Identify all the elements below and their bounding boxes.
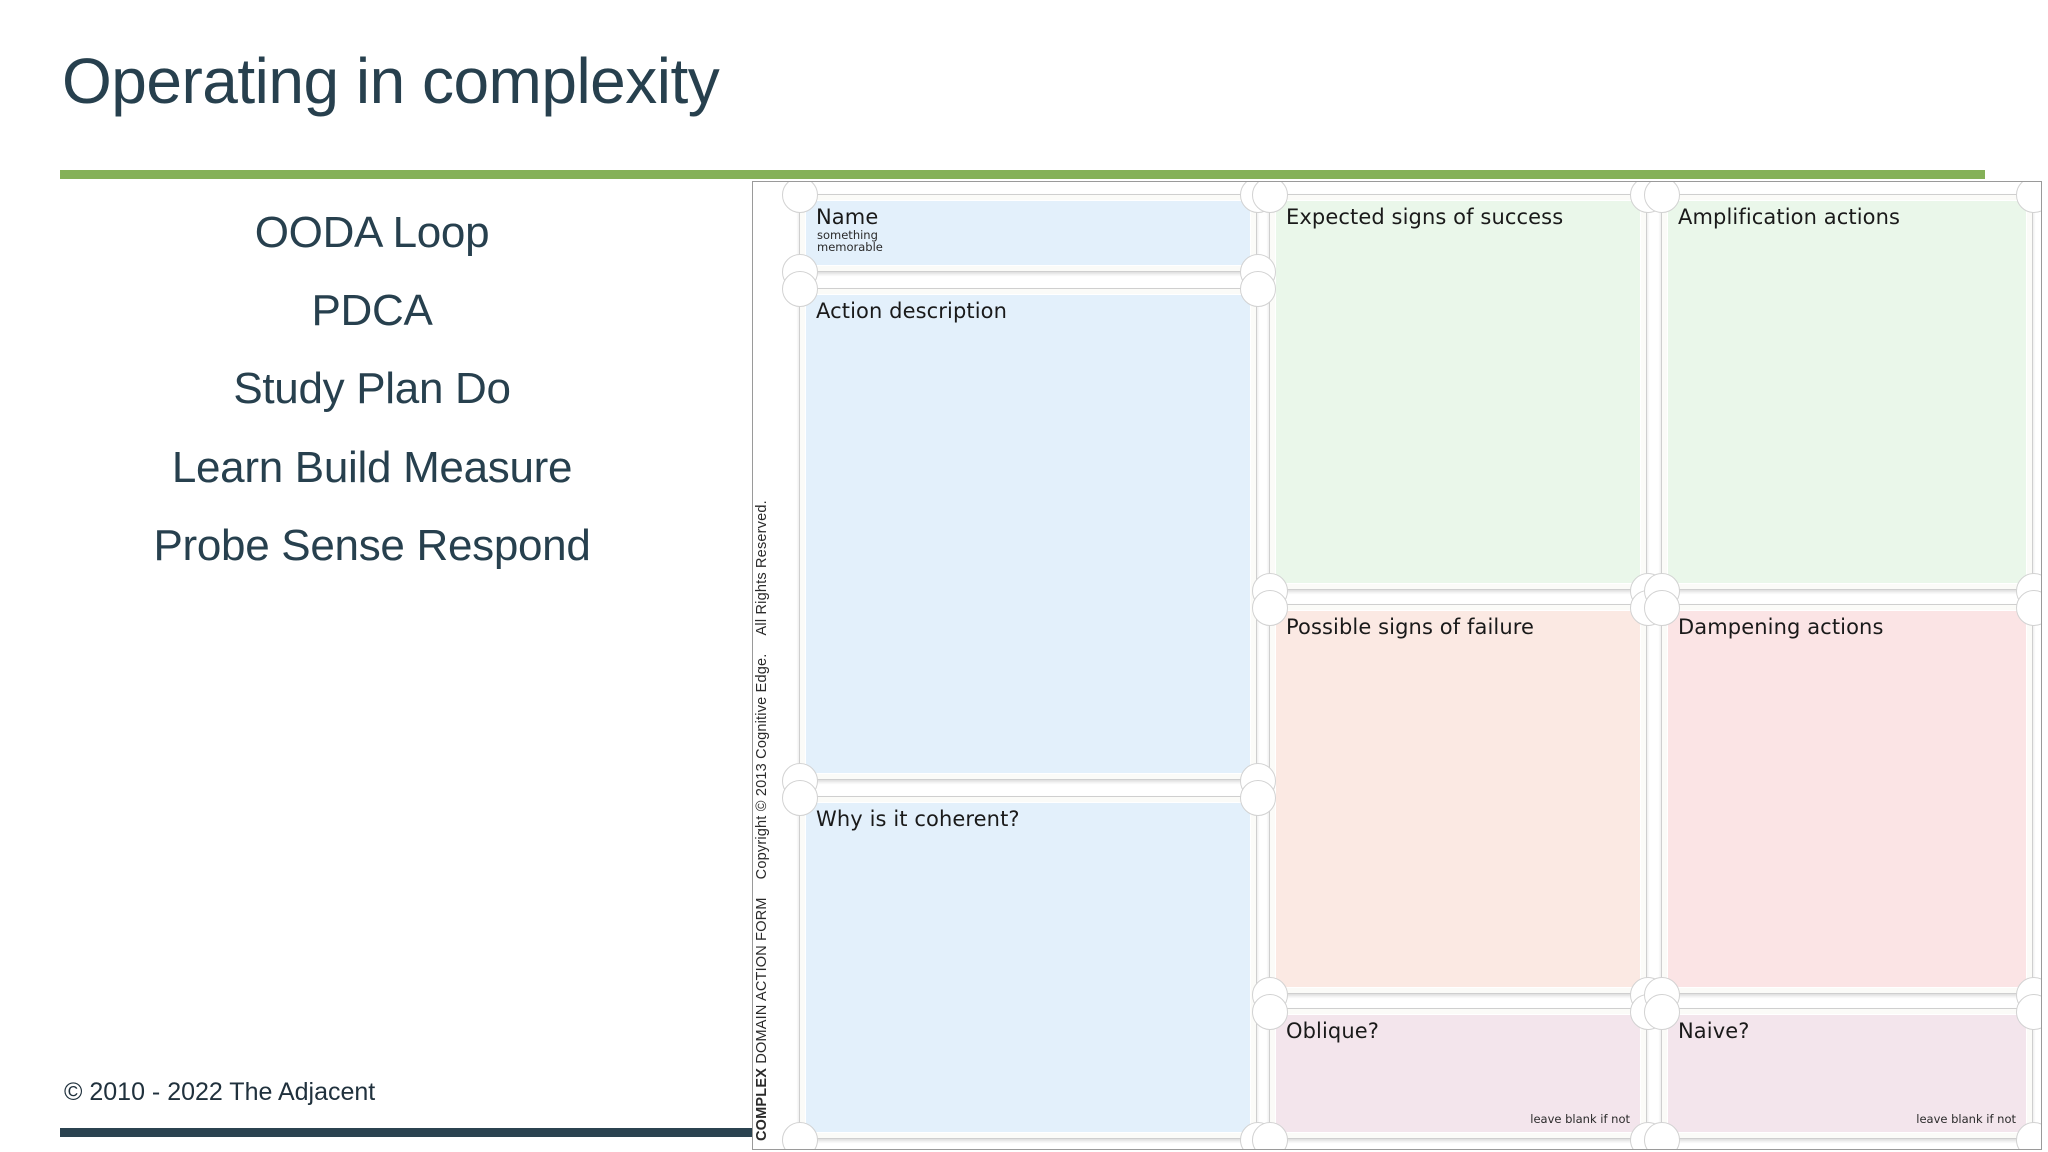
footer-rule [60, 1128, 752, 1137]
form-cell-oblique-fill [1276, 1015, 1640, 1132]
form-cell-amplification-actions[interactable]: Amplification actions [1661, 194, 2033, 590]
form-cell-dampening-actions-fill [1668, 611, 2026, 987]
list-item: Learn Build Measure [171, 442, 573, 492]
form-cell-possible-signs-of-failure-label: Possible signs of failure [1286, 615, 1535, 639]
form-cell-action-description[interactable]: Action description [799, 288, 1257, 780]
form-cell-name-fill [806, 201, 1250, 265]
form-cell-why-coherent-label: Why is it coherent? [816, 807, 1020, 831]
page-title: Operating in complexity [62, 45, 720, 117]
form-cell-amplification-actions-fill [1668, 201, 2026, 583]
form-cell-expected-signs-of-success-fill [1276, 201, 1640, 583]
form-cell-name-label: Name [816, 205, 879, 229]
list-item: Probe Sense Respond [153, 520, 591, 570]
form-cell-oblique-hint: leave blank if not [1530, 1112, 1630, 1126]
form-caption-rights: All Rights Reserved. [754, 500, 770, 636]
form-caption-name: DOMAIN ACTION FORM [754, 897, 770, 1064]
form-caption-copyright: Copyright © 2013 Cognitive Edge. [754, 653, 770, 880]
form-vertical-caption: COMPLEX DOMAIN ACTION FORM Copyright © 20… [753, 182, 787, 1149]
title-accent-rule [60, 170, 1985, 179]
list-item: OODA Loop [254, 208, 490, 257]
form-cell-naive[interactable]: Naive? leave blank if not [1661, 1008, 2033, 1139]
form-cell-action-description-fill [806, 295, 1250, 773]
loop-methods-list: OODA Loop PDCA Study Plan Do Learn Build… [62, 208, 682, 570]
form-cell-expected-signs-of-success[interactable]: Expected signs of success [1269, 194, 1647, 590]
form-cell-possible-signs-of-failure[interactable]: Possible signs of failure [1269, 604, 1647, 994]
form-cell-naive-fill [1668, 1015, 2026, 1132]
form-cell-naive-label: Naive? [1678, 1019, 1750, 1043]
form-cell-oblique[interactable]: Oblique? leave blank if not [1269, 1008, 1647, 1139]
form-cell-dampening-actions-label: Dampening actions [1678, 615, 1884, 639]
form-caption-emphasis: COMPLEX [754, 1067, 770, 1141]
form-cell-naive-hint: leave blank if not [1916, 1112, 2016, 1126]
form-cell-possible-signs-of-failure-fill [1276, 611, 1640, 987]
form-cell-action-description-label: Action description [816, 299, 1008, 323]
form-cell-why-coherent-fill [806, 803, 1250, 1132]
footer-copyright: © 2010 - 2022 The Adjacent [64, 1078, 376, 1106]
form-cell-oblique-label: Oblique? [1286, 1019, 1380, 1043]
list-item: Study Plan Do [233, 364, 511, 414]
form-cell-dampening-actions[interactable]: Dampening actions [1661, 604, 2033, 994]
form-cell-expected-signs-of-success-label: Expected signs of success [1286, 205, 1564, 229]
form-cell-why-coherent[interactable]: Why is it coherent? [799, 796, 1257, 1139]
form-cell-amplification-actions-label: Amplification actions [1678, 205, 1901, 229]
complex-domain-action-form: COMPLEX DOMAIN ACTION FORM Copyright © 20… [752, 181, 2042, 1150]
list-item: PDCA [311, 286, 433, 336]
